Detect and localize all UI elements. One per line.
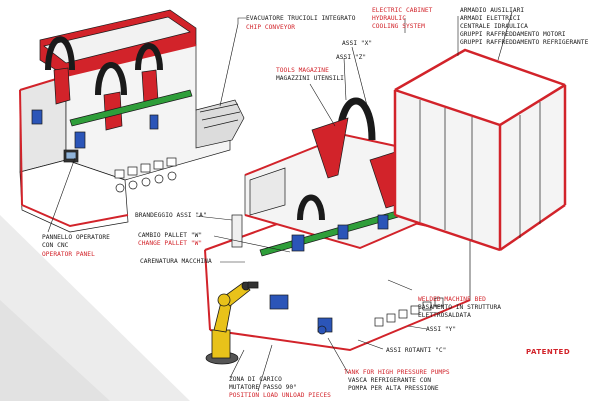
label-welded-bed-en: WELDED MACHINE BED (418, 296, 486, 303)
label-magazzini-utensili: MAGAZZINI UTENSILI (276, 75, 344, 82)
label-tools-magazine-en: TOOLS MAGAZINE (276, 67, 329, 74)
label-vasca-2: POMPA PER ALTA PRESSIONE (348, 385, 439, 392)
label-zona-carico: ZONA DI CARICO (229, 376, 282, 383)
label-basamento-2: ELETTROSALDATA (418, 312, 471, 319)
label-vasca-1: VASCA REFRIGERANTE CON (348, 377, 432, 384)
label-evacuatore-en: CHIP CONVEYOR (246, 24, 296, 31)
label-assi-rotanti: ASSI ROTANTI "C" (386, 347, 447, 354)
label-mutatore: MUTATORE PASSO 90° (229, 384, 297, 391)
label-hydraulic-en: HYDRAULIC (372, 15, 406, 22)
label-armadio-ausiliari: ARMADIO AUSILIARI (460, 7, 525, 14)
loading-robot-icon (205, 281, 259, 365)
label-assi-z: ASSI "Z" (336, 54, 367, 61)
label-position-load-en: POSITION LOAD UNLOAD PIECES (229, 392, 331, 399)
label-cooling-en: COOLING SYSTEM (372, 23, 425, 30)
leader-lines (47, 11, 513, 392)
label-electric-cabinet-en: ELECTRIC CABINET (372, 7, 433, 14)
label-centrale-idraulica: CENTRALE IDRAULICA (460, 23, 528, 30)
label-assi-x: ASSI "X" (342, 40, 373, 47)
label-gruppi-refrigerante: GRUPPI RAFFREDDAMENTO REFRIGERANTE (460, 39, 589, 46)
label-pannello-operatore: PANNELLO OPERATORE (42, 234, 110, 241)
label-con-cnc: CON CNC (42, 242, 69, 249)
label-tank-en: TANK FOR HIGH PRESSURE PUMPS (344, 369, 450, 376)
label-carenatura: CARENATURA MACCHINA (140, 258, 212, 265)
label-evacuatore-it: EVACUATORE TRUCIOLI INTEGRATO (246, 15, 356, 22)
electric-cabinet-icon (393, 48, 567, 252)
label-cambio-pallet-it: CAMBIO PALLET "W" (138, 232, 203, 239)
label-operator-panel-en: OPERATOR PANEL (42, 251, 95, 258)
label-change-pallet-en: CHANGE PALLET "W" (138, 240, 203, 247)
label-gruppi-motori: GRUPPI RAFFREDDAMENTO MOTORI (460, 31, 566, 38)
machining-center-left-icon (19, 9, 245, 233)
label-basamento-1: BASAMENTO IN STRUTTURA (418, 304, 502, 311)
label-patented: PATENTED (526, 348, 571, 356)
label-brandeggio: BRANDEGGIO ASSI "A" (135, 212, 207, 219)
label-armadi-elettrici: ARMADI ELETTRICI (460, 15, 521, 22)
label-assi-y: ASSI "Y" (426, 326, 457, 333)
